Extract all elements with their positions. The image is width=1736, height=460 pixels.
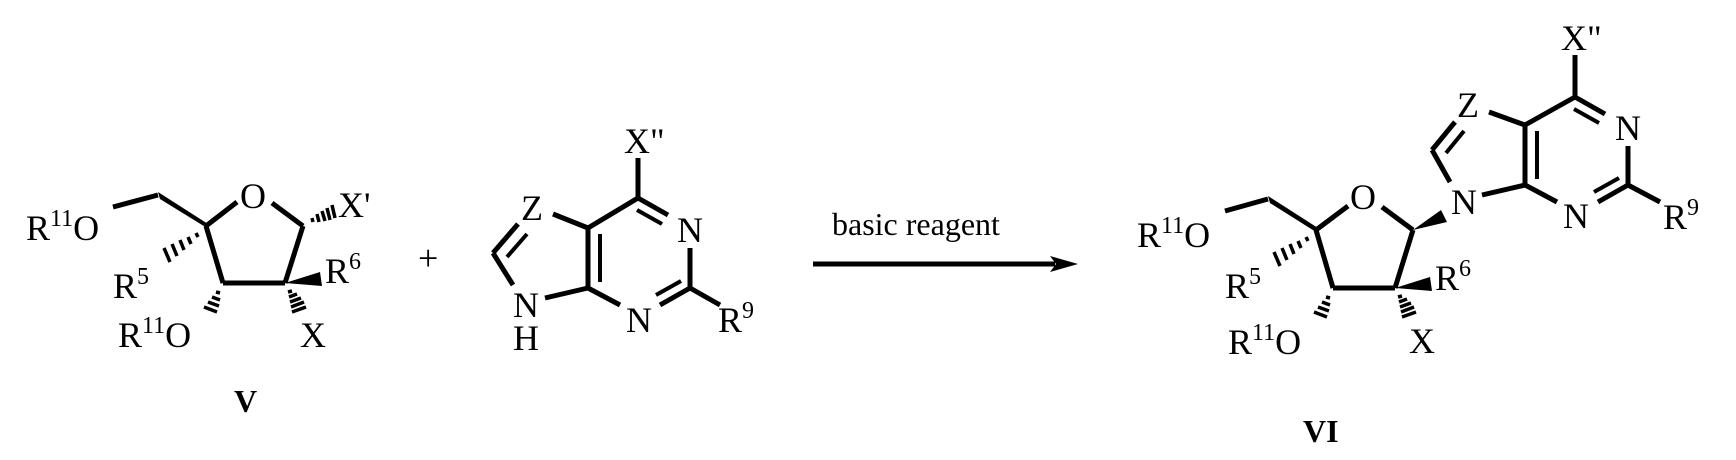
bond-c2-n3-double <box>655 279 682 297</box>
bond-c2-r9 <box>688 285 722 308</box>
p-x-label: X <box>1409 321 1435 361</box>
hash-c1-xprime <box>310 204 337 223</box>
bond-z-c8-double <box>505 232 529 259</box>
bond-n3-c4 <box>586 285 622 308</box>
p-bond-n3-c4 <box>1523 182 1559 205</box>
p-bond-c1-c2 <box>1392 229 1416 289</box>
p-bond-z-c8-double <box>1444 129 1466 155</box>
plus-sign: + <box>418 238 438 278</box>
bond-z-c8 <box>491 222 520 255</box>
p-bond-c6-n1-double <box>1573 107 1600 125</box>
p-wedge-c2-r6 <box>1395 277 1432 291</box>
n9-label: N <box>513 285 539 325</box>
p-r11o-top-label: R11O <box>1137 213 1210 255</box>
r11o-top-label: R11O <box>26 206 99 248</box>
p-bond-c8-n9 <box>1429 148 1453 184</box>
r11o-bottom-label: R11O <box>118 313 191 355</box>
hash-c3-or11 <box>203 290 221 314</box>
p-ring-o-label: O <box>1350 177 1376 217</box>
bond-o-ch2 <box>112 192 159 210</box>
p-n9-label: N <box>1451 182 1477 222</box>
bond-n9-c4 <box>544 285 589 301</box>
bond-c1-c2 <box>282 225 306 284</box>
p-bond-c6-n1 <box>1573 94 1607 117</box>
hash-c4-r5 <box>162 232 200 263</box>
r5-label: R5 <box>113 264 149 306</box>
hash-c2-x <box>287 289 307 314</box>
bond-c5-z <box>552 211 589 231</box>
p-r11o-bottom-label: R11O <box>1228 320 1301 362</box>
bond-c3-c4 <box>203 225 226 284</box>
bond-c6-n1 <box>636 195 670 218</box>
bond-c4-o <box>204 200 239 228</box>
bond-c5-c6 <box>586 195 640 231</box>
sugar-v: R11O O X' R5 R6 <box>26 176 370 419</box>
p-bond-c2-n3-double <box>1593 176 1620 194</box>
wedge-c2-r6 <box>285 272 322 286</box>
r6-label: R6 <box>325 249 361 291</box>
bond-c8-n9 <box>490 251 516 287</box>
p-bond-n9-c4 <box>1481 182 1526 198</box>
p-wedge-c1-n9 <box>1413 210 1447 230</box>
h-label: H <box>513 318 539 358</box>
p-z-label: Z <box>1457 85 1479 125</box>
bond-c2-n3 <box>658 285 692 308</box>
reaction-arrow: basic reagent <box>813 206 1078 272</box>
p-bond-c2-n3 <box>1596 182 1630 205</box>
product-vi: R11O O R5 R6 R11O <box>1137 18 1699 449</box>
p-bond-z-c8 <box>1430 120 1457 152</box>
ring-o-label: O <box>240 176 266 216</box>
condition-label: basic reagent <box>832 206 1000 242</box>
p-bond-o-c1 <box>1380 204 1415 233</box>
p-x-double-prime-label: X" <box>1561 18 1602 58</box>
x-label: X <box>300 315 326 355</box>
p-r6-label: R6 <box>1435 256 1471 298</box>
x-prime-label: X' <box>338 185 370 225</box>
p-bond-c2-r9 <box>1626 182 1662 205</box>
p-bond-c4-o <box>1314 204 1350 232</box>
p-n1-label: N <box>1615 108 1641 148</box>
x-double-prime-label: X" <box>624 121 665 161</box>
p-wedge-ch2-c4 <box>1268 196 1318 232</box>
p-bond-c5-z <box>1488 109 1526 128</box>
p-hash-c3-or11 <box>1313 295 1331 319</box>
z-label: Z <box>521 188 543 228</box>
n1-label: N <box>677 210 703 250</box>
p-hash-c4-r5 <box>1272 236 1310 267</box>
n3-label: N <box>626 300 652 340</box>
r9-label: R9 <box>718 298 754 340</box>
p-bond-c5-c6 <box>1523 94 1577 128</box>
p-bond-c3-c4 <box>1313 229 1336 289</box>
p-bond-o-ch2 <box>1224 196 1269 214</box>
p-r9-label: R9 <box>1663 195 1699 237</box>
p-n3-label: N <box>1563 196 1589 236</box>
arrow-head-icon <box>1050 256 1078 272</box>
bond-o-c1 <box>270 200 305 229</box>
purine-base: X" N R9 N Z N H <box>490 121 754 358</box>
bond-c6-n1-double <box>636 208 663 226</box>
p-r5-label: R5 <box>1225 264 1261 306</box>
compound-label-vi: VI <box>1303 413 1339 449</box>
wedge-ch2-c4 <box>158 192 208 228</box>
compound-label-v: V <box>234 383 257 419</box>
p-hash-c2-x <box>1397 294 1417 319</box>
